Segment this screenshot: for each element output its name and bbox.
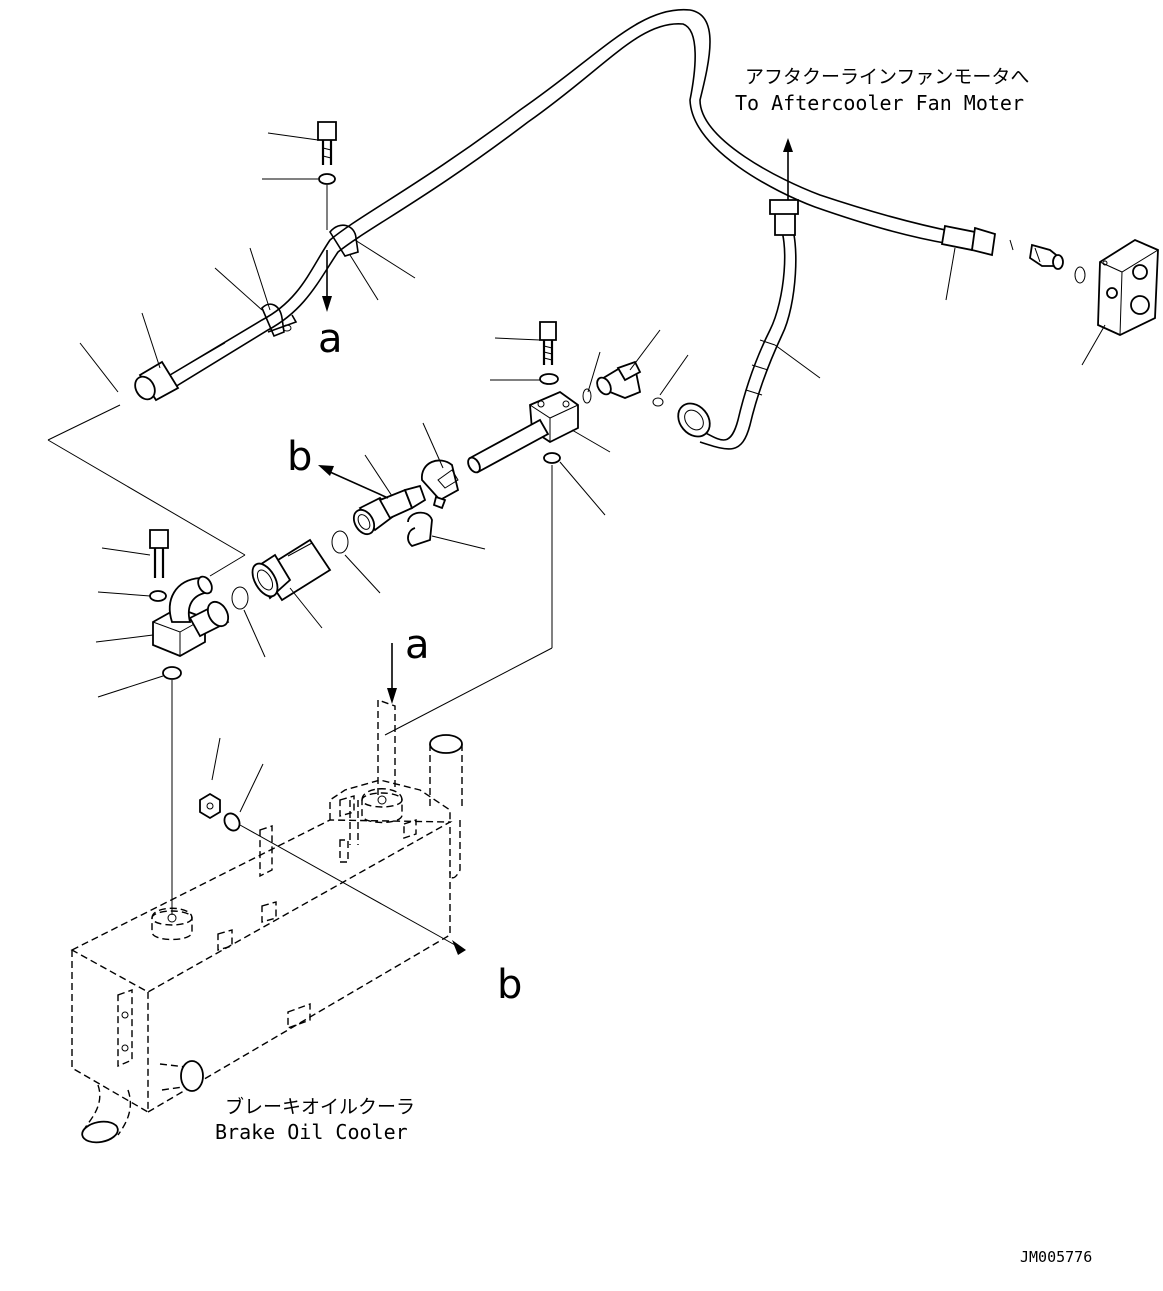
ref-b-bottom: b (497, 962, 522, 1008)
cooler-label-jp: ブレーキオイルクーラ (225, 1095, 415, 1118)
valve-block (1009, 238, 1159, 336)
reference-arrows (318, 250, 397, 704)
aftercooler-label-jp: アフタクーラインファンモータへ (745, 66, 1029, 88)
brake-oil-cooler (70, 699, 463, 1144)
nut-and-washer (199, 792, 241, 832)
aftercooler-label-en: To Aftercooler Fan Moter (735, 91, 1024, 115)
leader-lines (47, 132, 1106, 955)
top-bolt (317, 121, 337, 230)
aftercooler-arrow (783, 138, 793, 200)
middle-fittings (149, 321, 664, 680)
ref-b-middle: b (287, 434, 312, 480)
lower-right-hose (677, 199, 799, 450)
ref-a-top: a (318, 316, 343, 362)
drawing-id: JM005776 (1020, 1248, 1092, 1266)
cooler-label-en: Brake Oil Cooler (215, 1120, 408, 1144)
upper-hose (134, 8, 997, 402)
ref-a-bottom: a (405, 622, 430, 668)
